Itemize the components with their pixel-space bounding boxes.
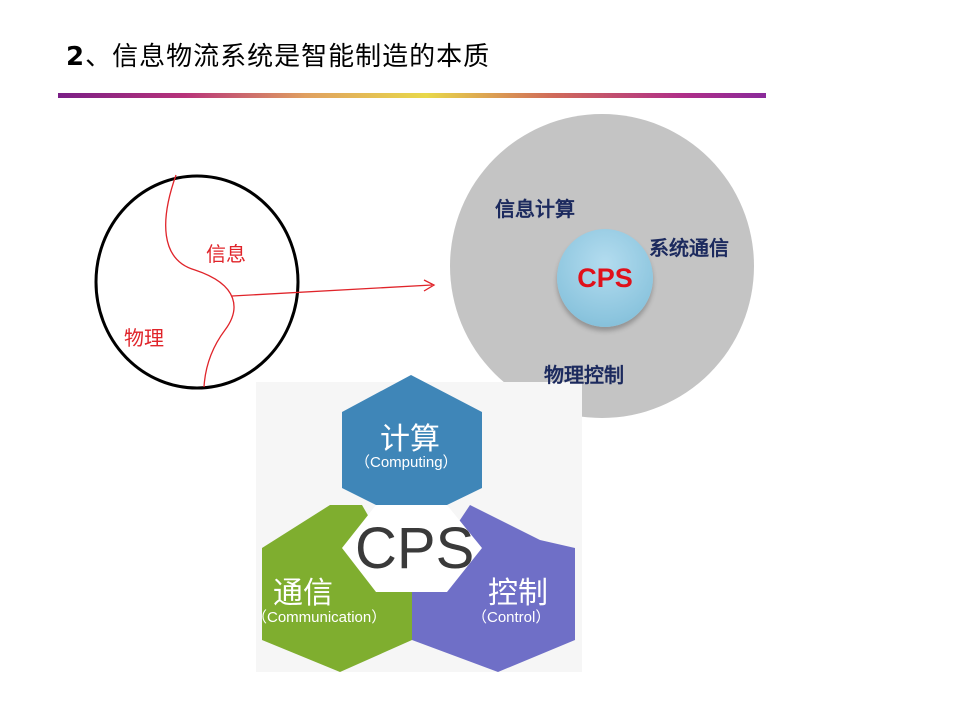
title-number: 2 [66, 42, 86, 72]
transform-arrow-line [231, 284, 433, 297]
physical-control-label: 物理控制 [544, 363, 624, 387]
info-physical-circle [94, 174, 300, 390]
info-label: 信息 [206, 242, 246, 266]
page-title: 2、信息物流系统是智能制造的本质 [66, 36, 490, 73]
title-divider [58, 93, 766, 98]
compute-subtitle: （Computing） [355, 454, 458, 471]
physical-label: 物理 [124, 326, 164, 350]
system-comm-label: 系统通信 [649, 236, 729, 260]
cps-core-label: CPS [577, 262, 633, 293]
compute-title: 计算 [380, 422, 440, 457]
control-subtitle: （Control） [472, 609, 551, 626]
cps-core-circle: CPS [557, 229, 653, 327]
control-title: 控制 [488, 576, 548, 611]
cps-center-hex [342, 505, 482, 592]
transform-arrow-head [423, 279, 436, 292]
communication-subtitle: （Communication） [252, 609, 387, 626]
cps-center-label: CPS [355, 516, 475, 581]
compute-hex [342, 375, 482, 505]
title-text: 、信息物流系统是智能制造的本质 [85, 42, 491, 72]
communication-title: 通信 [273, 576, 333, 611]
info-physical-boundary [165, 174, 235, 388]
info-compute-label: 信息计算 [495, 197, 575, 221]
